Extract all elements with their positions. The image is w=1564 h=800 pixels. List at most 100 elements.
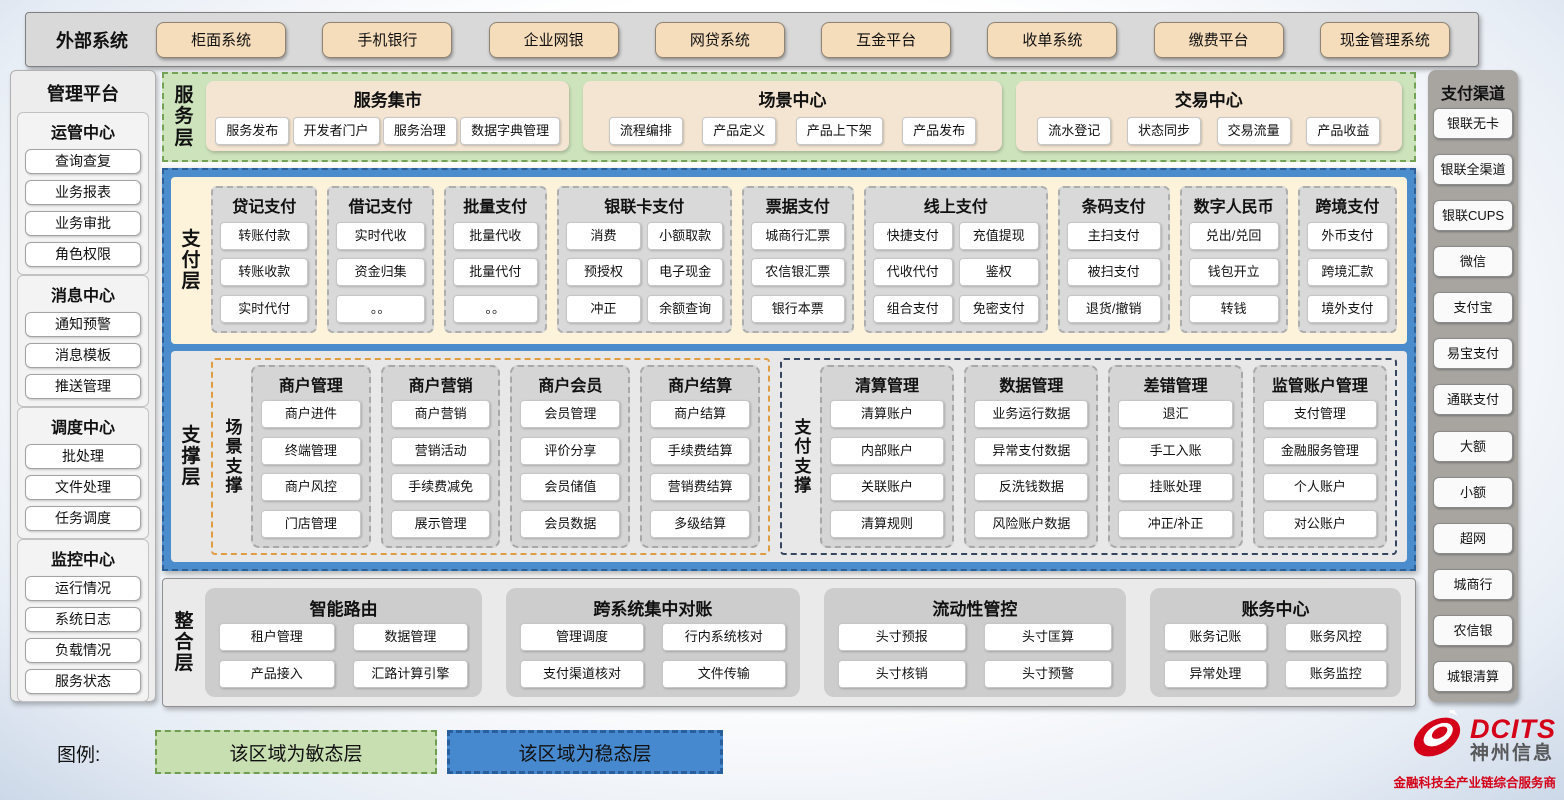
payment-item-button: 快捷支付: [872, 221, 953, 250]
support-item-button: 终端管理: [261, 436, 361, 465]
dcits-logo: DCITS 神州信息 金融科技全产业链综合服务商: [1378, 704, 1556, 791]
payment-column-title: 银联卡支付: [604, 199, 685, 216]
payment-channels-title: 支付渠道: [1440, 86, 1505, 103]
management-item-button: 系统日志: [25, 607, 141, 632]
payment-item-button: 小额取款: [647, 221, 723, 250]
payment-item-button: 免密支付: [958, 294, 1039, 323]
external-systems-list: 柜面系统手机银行企业网银网贷系统互金平台收单系统缴费平台现金管理系统: [138, 21, 1478, 58]
support-layer-label: 支撑层: [181, 424, 201, 489]
management-item-button: 运行情况: [25, 576, 141, 601]
management-platform-panel: 管理平台 运管中心查询查复业务报表业务审批角色权限消息中心通知预警消息模板推送管…: [10, 70, 156, 702]
service-item-button: 状态同步: [1126, 117, 1201, 145]
payment-column-title: 贷记支付: [232, 199, 297, 216]
payment-channel-button: 通联支付: [1433, 384, 1513, 416]
support-item-button: 支付管理: [1262, 399, 1377, 428]
support-item-button: 个人账户: [1262, 473, 1377, 502]
payment-item-button: 鉴权: [958, 258, 1039, 286]
support-column-title: 商户会员: [538, 378, 603, 395]
support-item-button: 会员数据: [520, 510, 621, 539]
support-item-button: 商户结算: [650, 399, 750, 428]
support-item-button: 商户风控: [261, 473, 361, 502]
service-layer-label: 服务层: [174, 85, 194, 149]
integration-item-button: 文件传输: [661, 660, 786, 689]
management-item-button: 业务报表: [25, 180, 141, 205]
scene-support-columns: 商户管理商户进件终端管理商户风控门店管理商户营销商户营销营销活动手续费减免展示管…: [251, 365, 760, 548]
service-item-button: 数据字典管理: [460, 117, 561, 145]
payment-item-button: 。。: [336, 294, 425, 323]
legend-stable-layer: 该区域为稳态层: [447, 730, 723, 774]
payment-column-title: 票据支付: [765, 199, 830, 216]
support-item-button: 评价分享: [520, 436, 621, 465]
support-column-title: 数据管理: [999, 378, 1064, 395]
support-item-button: 关联账户: [829, 473, 945, 502]
service-section-title: 场景中心: [758, 91, 827, 110]
management-group-title: 消息中心: [50, 288, 115, 305]
payment-channel-button: 银联CUPS: [1433, 200, 1513, 232]
payment-item-button: 批量代收: [452, 221, 538, 250]
payment-item-button: 。。: [452, 294, 538, 323]
service-layer: 服务层 服务集市服务发布开发者门户服务治理数据字典管理场景中心流程编排产品定义产…: [162, 72, 1416, 162]
support-column: 商户会员会员管理评价分享会员储值会员数据: [510, 365, 631, 548]
integration-item-button: 头寸核销: [837, 660, 966, 689]
service-item-button: 流水登记: [1037, 117, 1112, 145]
support-column: 商户管理商户进件终端管理商户风控门店管理: [251, 365, 371, 548]
integration-layer-label: 整合层: [174, 610, 194, 675]
support-item-button: 会员管理: [520, 399, 621, 428]
support-column: 清算管理清算账户内部账户关联账户清算规则: [819, 365, 955, 548]
support-column-title: 差错管理: [1143, 378, 1208, 395]
management-groups: 运管中心查询查复业务报表业务审批角色权限消息中心通知预警消息模板推送管理调度中心…: [11, 112, 155, 710]
payment-item-button: 主扫支付: [1066, 221, 1161, 250]
payment-item-button: 实时代收: [336, 221, 425, 250]
integration-layer: 整合层 智能路由租户管理数据管理产品接入汇路计算引擎跨系统集中对账管理调度行内系…: [162, 578, 1416, 707]
management-item-button: 消息模板: [25, 343, 141, 368]
support-item-button: 业务运行数据: [974, 399, 1089, 428]
logo-brand: DCITS: [1470, 714, 1556, 745]
support-column: 商户营销商户营销营销活动手续费减免展示管理: [380, 365, 501, 548]
payment-item-button: 消费: [565, 221, 642, 250]
payment-column: 数字人民币兑出/兑回钱包开立转钱: [1179, 186, 1288, 333]
integration-section-title: 账务中心: [1241, 600, 1310, 619]
service-item-button: 产品定义: [702, 117, 777, 145]
payment-item-button: 农信银汇票: [750, 258, 845, 286]
payment-channel-button: 大额: [1433, 430, 1513, 462]
payment-item-button: 实时代付: [220, 294, 309, 323]
payment-column-title: 借记支付: [348, 199, 413, 216]
payment-item-button: 钱包开立: [1188, 258, 1279, 286]
management-group: 调度中心批处理文件处理任务调度: [17, 407, 149, 539]
support-item-button: 对公账户: [1262, 510, 1377, 539]
management-item-button: 推送管理: [25, 374, 141, 399]
integration-item-button: 汇路计算引擎: [352, 660, 469, 689]
service-section-title: 交易中心: [1174, 91, 1243, 110]
payment-channel-button: 支付宝: [1433, 292, 1513, 324]
support-item-button: 挂账处理: [1118, 473, 1233, 502]
support-item-button: 清算规则: [829, 510, 945, 539]
payment-item-button: 退货/撤销: [1066, 294, 1161, 323]
service-section: 服务集市服务发布开发者门户服务治理数据字典管理: [206, 81, 570, 151]
integration-section: 账务中心账务记账账务风控异常处理账务监控: [1150, 588, 1401, 697]
support-item-button: 内部账户: [829, 436, 945, 465]
integration-item-button: 异常处理: [1164, 660, 1267, 689]
payment-item-button: 电子现金: [647, 258, 723, 286]
support-item-button: 门店管理: [261, 510, 361, 539]
service-item-button: 产品发布: [902, 117, 977, 145]
support-item-button: 会员储值: [520, 473, 621, 502]
support-item-button: 手工入账: [1118, 436, 1233, 465]
payment-item-button: 外币支付: [1306, 221, 1388, 250]
integration-item-button: 头寸匡算: [983, 622, 1113, 651]
payment-item-button: 冲正: [565, 294, 642, 323]
payment-column-title: 条码支付: [1081, 199, 1146, 216]
management-item-button: 角色权限: [25, 242, 141, 267]
support-column-title: 商户营销: [408, 378, 473, 395]
support-column: 数据管理业务运行数据异常支付数据反洗钱数据风险账户数据: [964, 365, 1099, 548]
support-item-button: 风险账户数据: [974, 510, 1089, 539]
support-item-button: 展示管理: [390, 510, 491, 539]
service-item-button: 产品上下架: [795, 117, 883, 145]
payment-item-button: 跨境汇款: [1306, 258, 1388, 286]
stable-zone: 支付层 贷记支付转账付款转账收款实时代付借记支付实时代收资金归集。。批量支付批量…: [162, 168, 1416, 571]
management-group: 运管中心查询查复业务报表业务审批角色权限: [17, 112, 149, 275]
management-item-button: 任务调度: [25, 506, 141, 531]
payment-column: 批量支付批量代收批量代付。。: [443, 186, 547, 333]
integration-section-title: 智能路由: [309, 600, 378, 619]
